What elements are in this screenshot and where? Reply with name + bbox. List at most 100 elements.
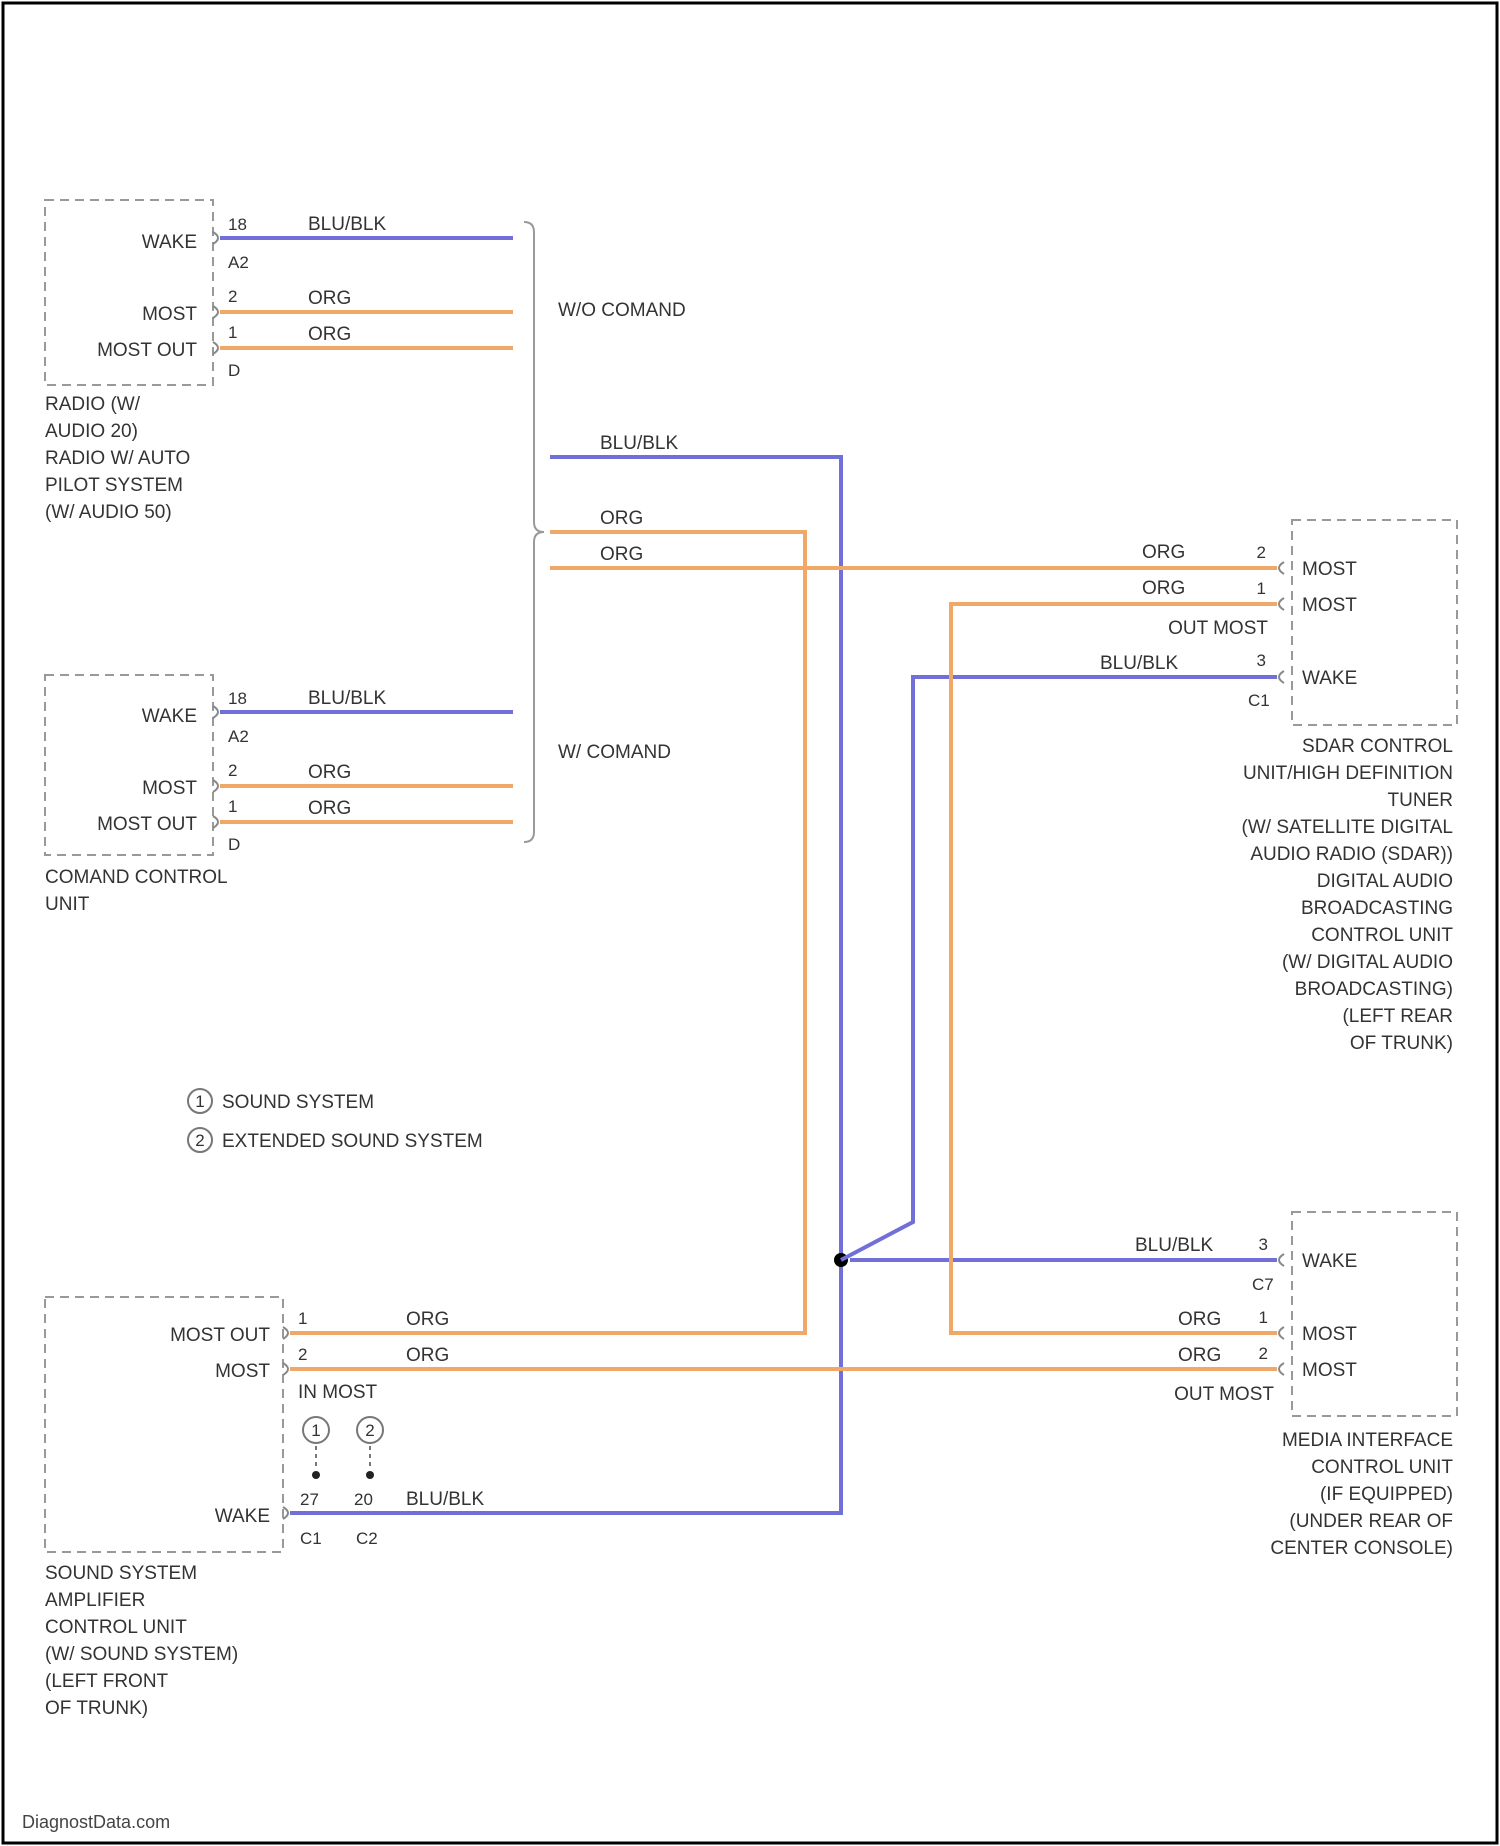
radio-wake-wire-label: BLU/BLK [308, 214, 386, 235]
sdar-wake-wire-label: BLU/BLK [1100, 653, 1178, 674]
sdar-name-line: UNIT/HIGH DEFINITION [1243, 763, 1453, 784]
amp-in-most: IN MOST [298, 1382, 378, 1403]
media-name-line: (UNDER REAR OF [1289, 1511, 1453, 1532]
media-pin-num-2: 2 [1259, 1344, 1268, 1363]
media-pin-num-1: 1 [1259, 1308, 1268, 1327]
comand-pin-num-d: D [228, 835, 240, 854]
media-name-line: (IF EQUIPPED) [1320, 1484, 1453, 1505]
radio-pin-most: MOST [142, 304, 197, 325]
media-name: MEDIA INTERFACE CONTROL UNIT (IF EQUIPPE… [1270, 1430, 1453, 1559]
amp-pin-wake: WAKE [215, 1506, 270, 1527]
sdar-name-line: CONTROL UNIT [1311, 925, 1453, 946]
sdar-pin-num-1: 1 [1257, 579, 1266, 598]
sdar-name-line: BROADCASTING) [1295, 979, 1453, 1000]
sdar-terminals [1279, 562, 1284, 683]
sdar-out-wire-label: ORG [1142, 578, 1185, 599]
sdar-name-line: DIGITAL AUDIO [1317, 871, 1453, 892]
media-box [1292, 1212, 1457, 1416]
most-out-trunk-wire [290, 532, 805, 1333]
sdar-pin-num-3: 3 [1257, 651, 1266, 670]
amp-connector-c2: C2 [356, 1529, 378, 1548]
media-out-most: OUT MOST [1174, 1384, 1274, 1405]
comand-most-out-wire-label: ORG [308, 798, 351, 819]
sdar-pin-num-2: 2 [1257, 543, 1266, 562]
sdar-name-line: (W/ DIGITAL AUDIO [1282, 952, 1453, 973]
comand-pin-num-2: 2 [228, 761, 237, 780]
radio-pin-num-d: D [228, 361, 240, 380]
radio-name-line: PILOT SYSTEM [45, 475, 183, 496]
media-name-line: CONTROL UNIT [1311, 1457, 1453, 1478]
sdar-name: SDAR CONTROL UNIT/HIGH DEFINITION TUNER … [1242, 736, 1454, 1054]
sdar-most-in-wire-label-right: ORG [1142, 542, 1185, 563]
comand-pin-num-1: 1 [228, 797, 237, 816]
amp-pin-most-out: MOST OUT [170, 1325, 270, 1346]
amp-most-out-wire-label: ORG [406, 1309, 449, 1330]
sdar-name-line: TUNER [1388, 790, 1453, 811]
radio-most-wire-label: ORG [308, 288, 351, 309]
comand-pin-most: MOST [142, 778, 197, 799]
option-bracket [524, 222, 544, 842]
media-pin-wake: WAKE [1302, 1251, 1357, 1272]
media-name-line: CENTER CONSOLE) [1270, 1538, 1453, 1559]
most-out-trunk-wire-label: ORG [600, 508, 643, 529]
amplifier-name-line: SOUND SYSTEM [45, 1563, 197, 1584]
media-terminals [1279, 1254, 1284, 1375]
amplifier-name: SOUND SYSTEM AMPLIFIER CONTROL UNIT (W/ … [45, 1563, 238, 1719]
amp-connector-c1: C1 [300, 1529, 322, 1548]
radio-pin-num-a2: A2 [228, 253, 249, 272]
amp-option-dot [312, 1471, 320, 1479]
amplifier-name-line: (W/ SOUND SYSTEM) [45, 1644, 238, 1665]
sdar-pin-most-2: MOST [1302, 595, 1357, 616]
amp-option-marker-1: 1 [311, 1421, 320, 1440]
media-most-wire-label: ORG [1178, 1309, 1221, 1330]
radio-pin-num-2: 2 [228, 287, 237, 306]
without-comand-label: W/O COMAND [558, 300, 686, 321]
legend-extended-sound-system: EXTENDED SOUND SYSTEM [222, 1131, 483, 1152]
amp-pin-num-2: 2 [298, 1345, 307, 1364]
amp-pin-most: MOST [215, 1361, 270, 1382]
media-most-out-wire-label: ORG [1178, 1345, 1221, 1366]
amp-pin-num-20: 20 [354, 1490, 373, 1509]
radio-name: RADIO (W/ AUDIO 20) RADIO W/ AUTO PILOT … [45, 394, 190, 523]
radio-pin-most-out: MOST OUT [97, 340, 197, 361]
wake-trunk-wire [290, 457, 841, 1513]
legend-marker-2: 2 [195, 1131, 204, 1150]
comand-pin-most-out: MOST OUT [97, 814, 197, 835]
radio-pin-num-1: 1 [228, 323, 237, 342]
outer-frame [3, 3, 1497, 1843]
sdar-box [1292, 520, 1457, 725]
amp-most-wire-label: ORG [406, 1345, 449, 1366]
media-pin-num-3: 3 [1259, 1235, 1268, 1254]
amp-option-marker-2: 2 [365, 1421, 374, 1440]
sdar-wake-wire [841, 677, 1277, 1260]
comand-name-line: COMAND CONTROL [45, 867, 228, 888]
comand-pin-num-a2: A2 [228, 727, 249, 746]
radio-most-out-wire-label: ORG [308, 324, 351, 345]
media-pin-most-2: MOST [1302, 1360, 1357, 1381]
amp-pin-num-1: 1 [298, 1309, 307, 1328]
radio-name-line: RADIO (W/ [45, 394, 141, 415]
with-comand-label: W/ COMAND [558, 742, 671, 763]
media-pin-most-1: MOST [1302, 1324, 1357, 1345]
sdar-most-in-wire-label-left: ORG [600, 544, 643, 565]
amplifier-name-line: (LEFT FRONT [45, 1671, 169, 1692]
amplifier-name-line: AMPLIFIER [45, 1590, 145, 1611]
media-name-line: MEDIA INTERFACE [1282, 1430, 1453, 1451]
media-wake-wire-label: BLU/BLK [1135, 1235, 1213, 1256]
sdar-to-media-most-wire [951, 604, 1277, 1333]
footer-watermark: DiagnostData.com [22, 1812, 170, 1832]
sdar-pin-most-1: MOST [1302, 559, 1357, 580]
sdar-out-most: OUT MOST [1168, 618, 1268, 639]
radio-name-line: (W/ AUDIO 50) [45, 502, 172, 523]
sdar-name-line: OF TRUNK) [1350, 1033, 1453, 1054]
radio-pin-wake: WAKE [142, 232, 197, 253]
legend: 1 SOUND SYSTEM 2 EXTENDED SOUND SYSTEM [188, 1089, 483, 1152]
comand-pin-wake: WAKE [142, 706, 197, 727]
comand-most-wire-label: ORG [308, 762, 351, 783]
sdar-name-line: (LEFT REAR [1342, 1006, 1453, 1027]
radio-name-line: AUDIO 20) [45, 421, 138, 442]
sdar-name-line: SDAR CONTROL [1302, 736, 1453, 757]
sdar-connector-c1: C1 [1248, 691, 1270, 710]
amp-option-dot [366, 1471, 374, 1479]
